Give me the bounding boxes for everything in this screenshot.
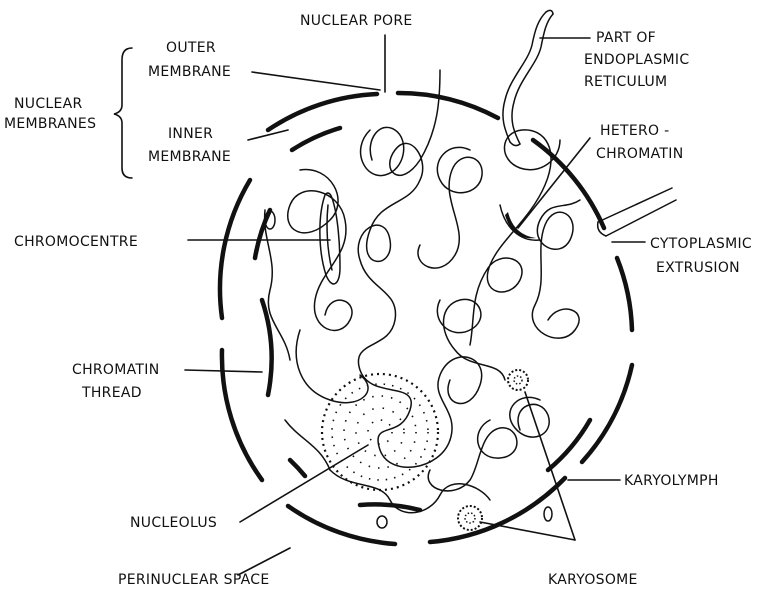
leader-lines (185, 35, 645, 575)
label-nucleolus: NUCLEOLUS (130, 515, 217, 531)
label-outer: OUTER (166, 40, 216, 56)
karyosome-lower (458, 506, 482, 530)
outer-membrane (220, 93, 632, 544)
label-karyolymph: KARYOLYMPH (624, 473, 719, 489)
label-hetero: HETERO - (600, 123, 669, 139)
label-thread: THREAD (81, 385, 142, 401)
label-membranes: MEMBRANES (4, 116, 96, 132)
label-nuclear: NUCLEAR (14, 96, 83, 112)
label-cytoplasmic: CYTOPLASMIC (650, 236, 752, 252)
label-endoplasmic: ENDOPLASMIC (584, 52, 689, 68)
label-nuclear-pore: NUCLEAR PORE (300, 13, 413, 29)
label-heterochromatin: CHROMATIN (596, 146, 683, 162)
cytoplasmic-extrusion (598, 188, 676, 236)
inner-membrane (255, 128, 590, 510)
label-chromocentre: CHROMOCENTRE (14, 234, 138, 250)
label-inner-membrane: MEMBRANE (148, 149, 231, 165)
label-part-of: PART OF (596, 30, 656, 46)
label-inner: INNER (168, 126, 213, 142)
label-extrusion: EXTRUSION (656, 260, 740, 276)
nucleolus (322, 374, 438, 490)
membranes-brace (114, 48, 132, 178)
label-reticulum: RETICULUM (584, 74, 667, 90)
endoplasmic-reticulum (503, 10, 553, 145)
label-outer-membrane: MEMBRANE (148, 64, 231, 80)
label-karyosome: KARYOSOME (548, 572, 638, 588)
karyosome-upper (508, 370, 528, 390)
label-perinuclear-space: PERINUCLEAR SPACE (118, 572, 270, 588)
label-chromatin: CHROMATIN (72, 362, 159, 378)
